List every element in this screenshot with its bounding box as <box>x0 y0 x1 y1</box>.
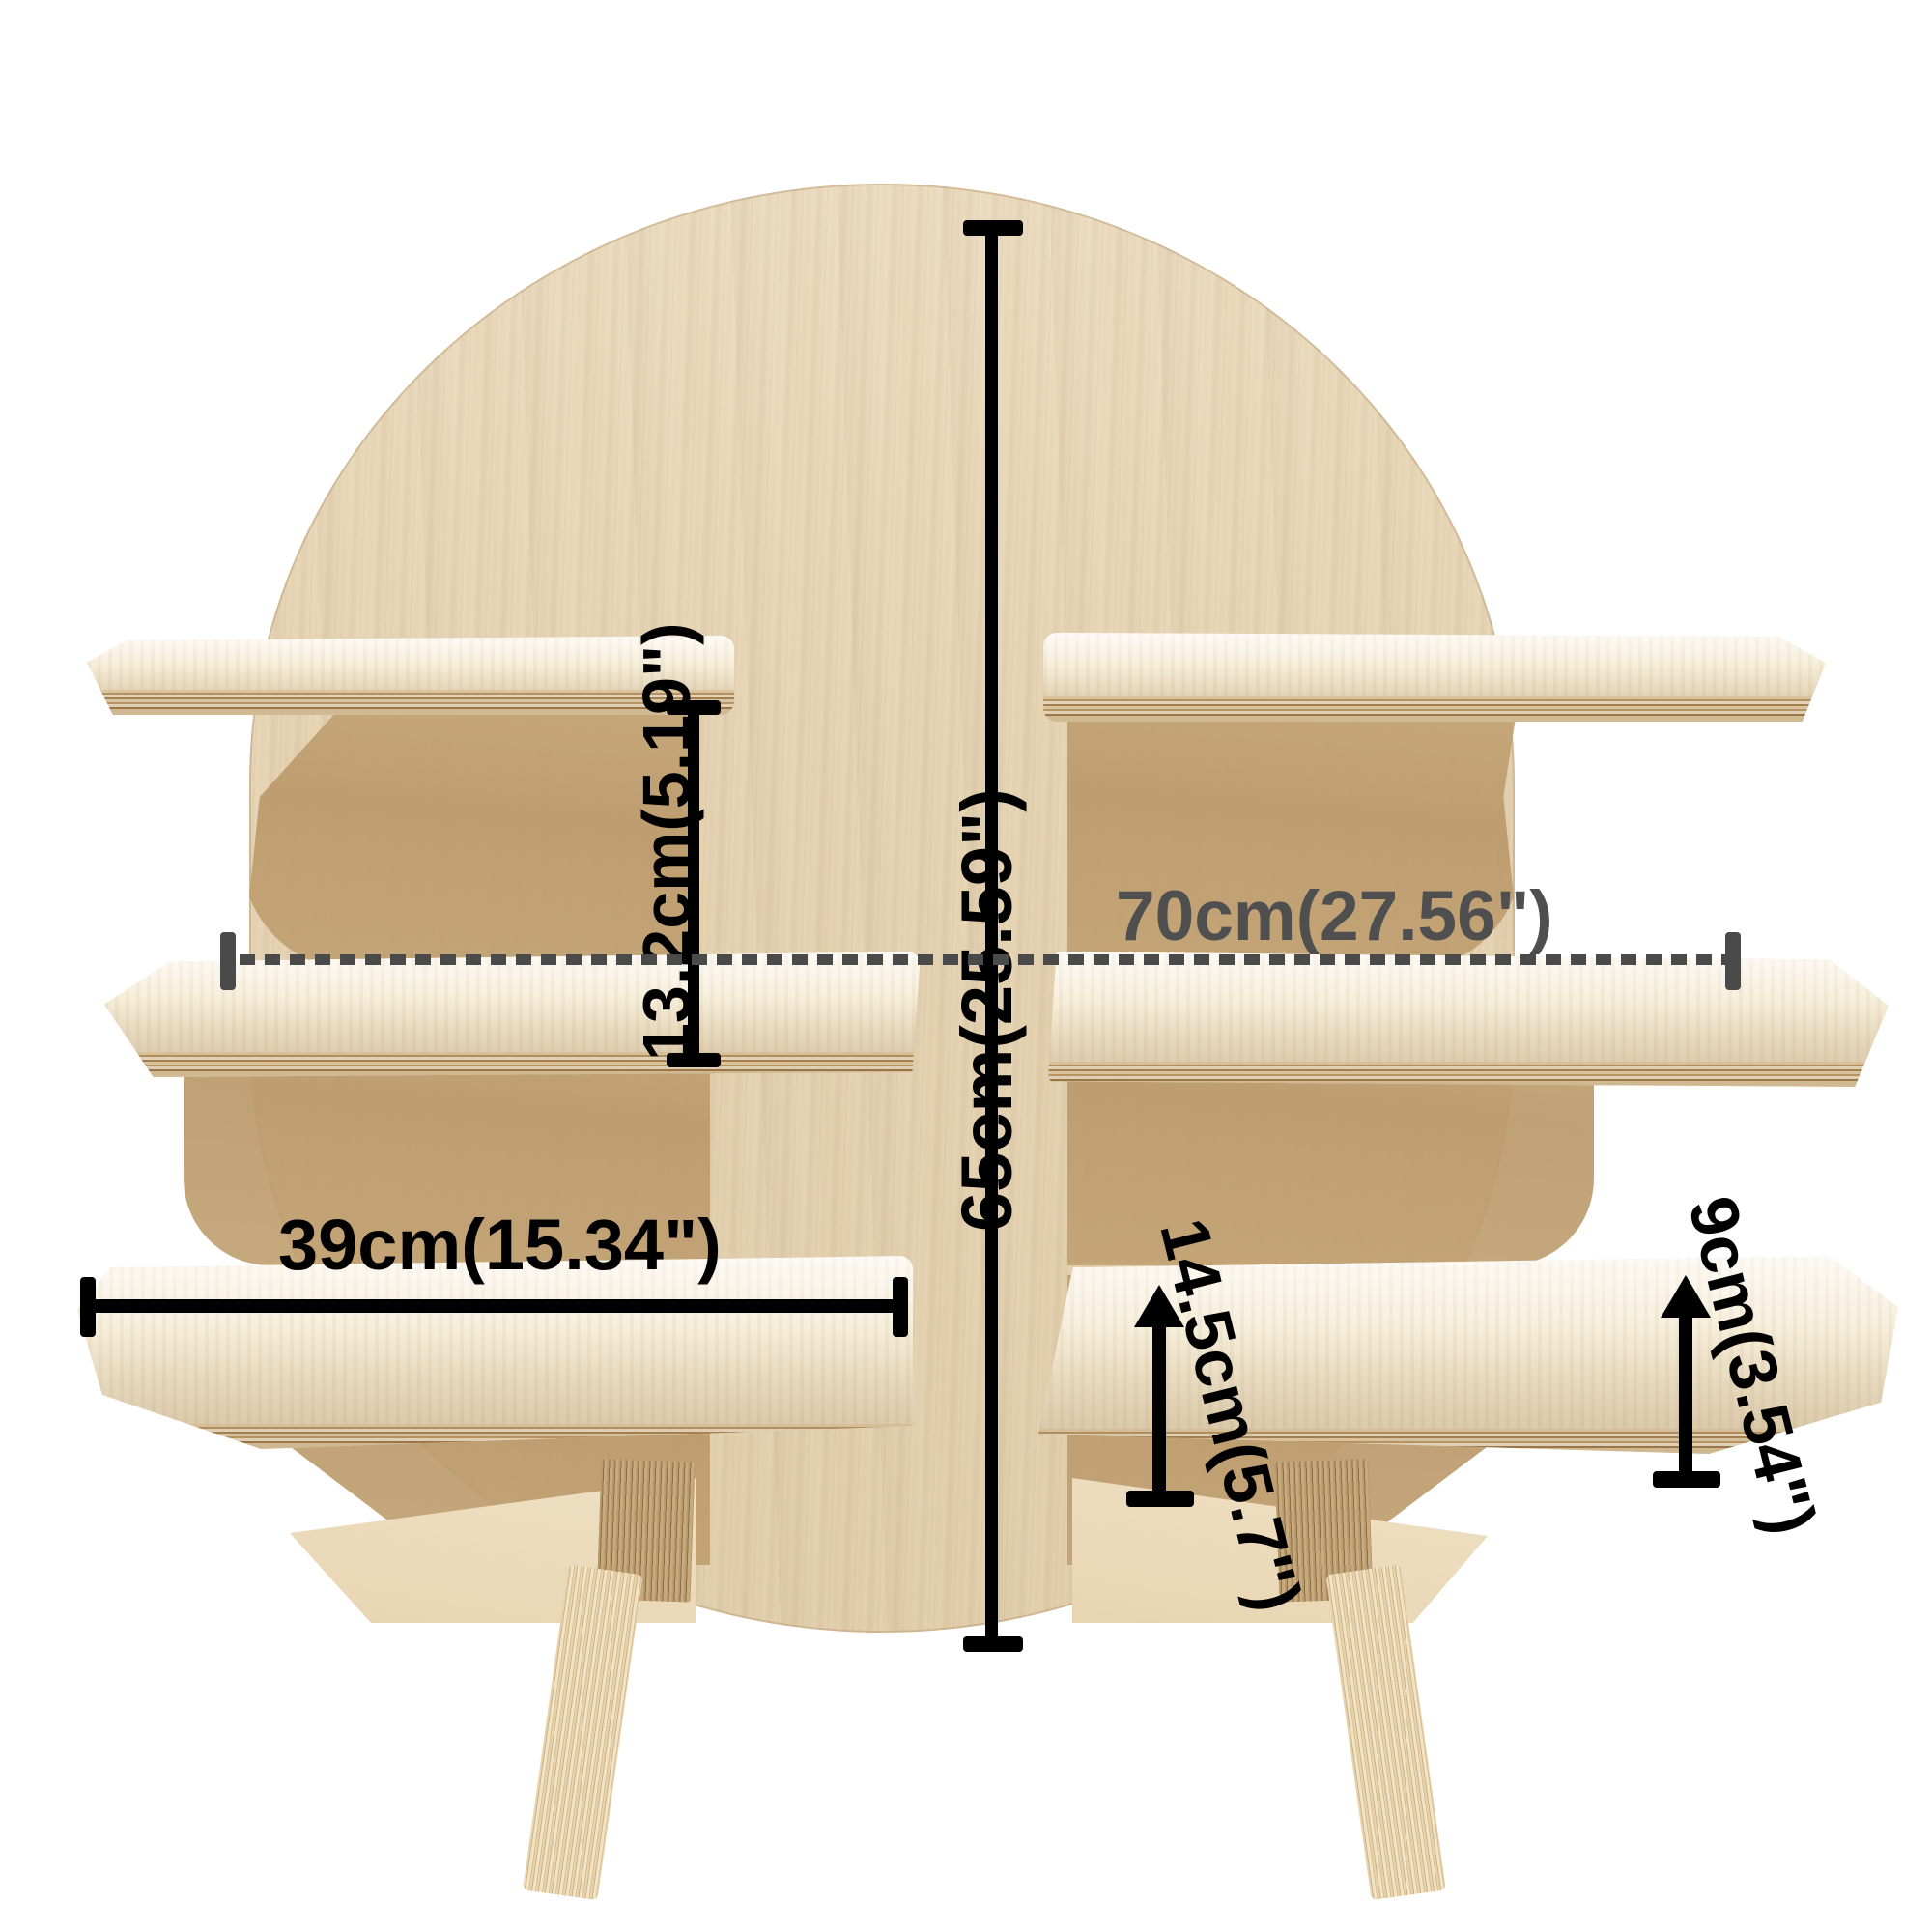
shelf-right-middle <box>1048 952 1889 1087</box>
shelf-face <box>77 1256 913 1449</box>
shelf-right-top <box>1043 633 1826 722</box>
shelf-width-dimension-line <box>85 1299 902 1313</box>
width-dimension-label: 70cm(27.56") <box>1116 877 1553 955</box>
shelf-thickness-dimension-line <box>1679 1316 1692 1480</box>
height-dimension-label: 65cm(25.59") <box>947 788 1027 1232</box>
shelf-depth-arrowhead <box>1134 1285 1184 1327</box>
gap-dimension-line <box>688 705 699 1065</box>
recess-right-upper <box>1067 681 1521 971</box>
width-cap-right <box>1725 932 1741 990</box>
shelf-shading <box>1048 952 1889 1087</box>
plywood-edge-layers <box>1043 696 1826 722</box>
height-dimension-line <box>985 224 998 1652</box>
shelf-left-bottom <box>77 1256 913 1449</box>
shelf-shading <box>104 952 921 1077</box>
shelf-left-top <box>87 636 734 715</box>
shelf-left-middle <box>104 952 921 1077</box>
gap-dimension-label: 13.2cm(5.19") <box>629 622 704 1061</box>
shelf-width-cap-right <box>893 1277 908 1337</box>
shelf-width-dimension-label: 39cm(15.34") <box>278 1205 722 1285</box>
shelf-shading <box>87 636 734 715</box>
shelf-depth-dimension-line <box>1152 1325 1166 1499</box>
shelf-shading <box>1043 633 1826 722</box>
height-cap-bottom <box>963 1636 1023 1652</box>
shelf-thickness-cap-bottom <box>1653 1471 1720 1488</box>
leg-right <box>1325 1564 1446 1901</box>
plywood-edge-layers <box>104 1052 921 1077</box>
shelf-thickness-arrowhead <box>1661 1275 1711 1318</box>
plywood-edge-layers <box>87 690 734 715</box>
shelf-shading <box>77 1256 913 1449</box>
gap-cap-bottom <box>667 1053 721 1067</box>
shelf-depth-cap-bottom <box>1126 1491 1194 1507</box>
width-dimension-line <box>226 954 1735 965</box>
